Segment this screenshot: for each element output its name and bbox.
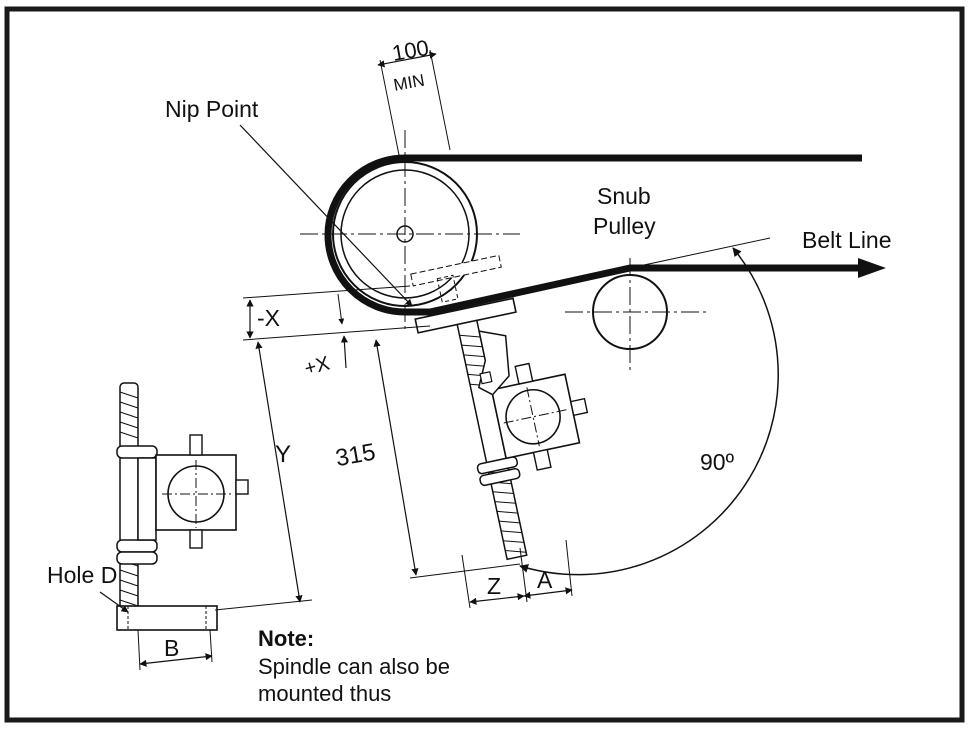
label-hole-d: Hole D xyxy=(47,562,117,588)
label-90: 90º xyxy=(700,449,735,475)
dim-plus-x xyxy=(340,335,348,369)
b-ext-left xyxy=(137,629,141,671)
spindle-main xyxy=(410,254,589,561)
belt-line-arrow xyxy=(858,258,886,278)
label-min: MIN xyxy=(392,71,426,95)
hole-d-leader xyxy=(99,591,129,613)
ext-line-mid xyxy=(242,325,431,341)
b-ext-right xyxy=(209,629,213,663)
ext-line-base xyxy=(214,599,313,611)
frame-border xyxy=(4,6,965,723)
label-b: B xyxy=(164,635,179,661)
label-315: 315 xyxy=(333,439,377,473)
label-plus-x: +X xyxy=(302,352,332,380)
dim-100-min xyxy=(377,49,451,161)
dim-z xyxy=(469,593,525,605)
dim-minus-x-tick xyxy=(337,293,345,325)
note-line-1: Spindle can also be xyxy=(258,654,450,679)
ext-line-bottom xyxy=(409,563,521,579)
nip-point-leader xyxy=(239,124,413,307)
label-nip-point: Nip Point xyxy=(165,96,259,122)
label-100: 100 xyxy=(390,35,431,66)
label-snub-2: Pulley xyxy=(593,213,656,239)
label-belt-line: Belt Line xyxy=(802,227,892,253)
label-snub-1: Snub xyxy=(597,183,651,209)
ext-line-top xyxy=(242,285,411,299)
dim-a xyxy=(523,587,573,599)
note-line-2: mounted thus xyxy=(258,681,391,706)
note-title: Note: xyxy=(258,626,314,651)
z-ext-left xyxy=(461,554,471,609)
angle-reference-line xyxy=(629,237,771,269)
label-minus-x: -X xyxy=(257,305,280,331)
spindle-alternative xyxy=(116,382,249,631)
a-ext-right xyxy=(565,539,573,597)
belt-wrap xyxy=(324,154,870,316)
dim-315 xyxy=(373,339,419,576)
angle-arc xyxy=(519,247,779,576)
main-pulley xyxy=(300,130,870,330)
label-a: A xyxy=(537,567,553,593)
dim-b xyxy=(139,653,213,667)
label-z: Z xyxy=(487,573,501,599)
dim-y xyxy=(255,341,303,603)
label-y: Y xyxy=(275,441,291,468)
